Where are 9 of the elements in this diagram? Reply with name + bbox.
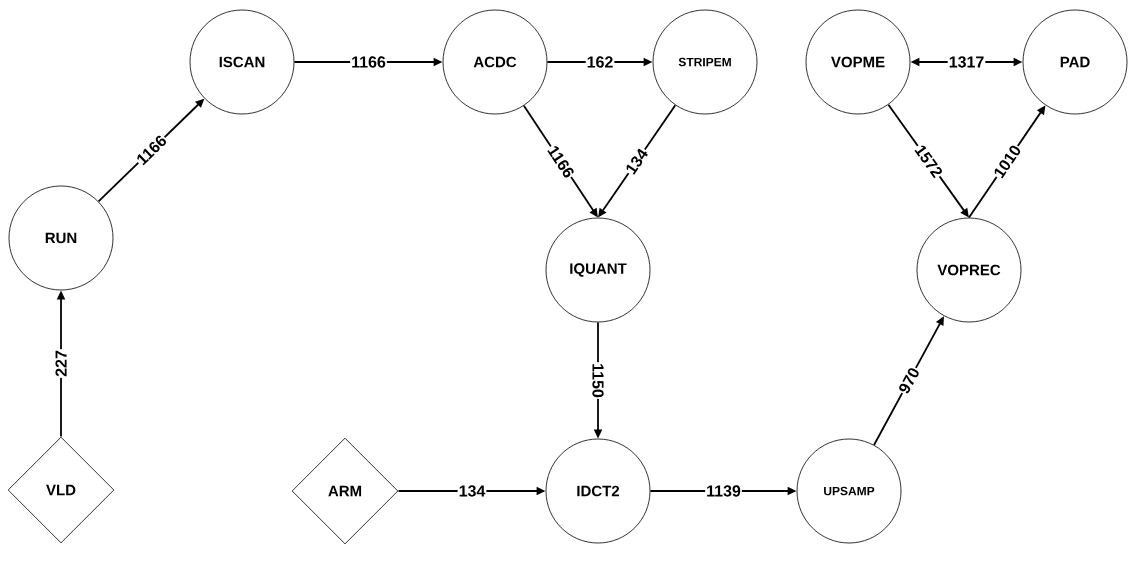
edge-label: 134 <box>457 484 487 498</box>
edge-label: 1150 <box>591 362 605 399</box>
edge-label: 162 <box>585 55 615 69</box>
edge-label: 134 <box>623 145 651 177</box>
edge-label: 970 <box>896 364 922 397</box>
edge-label: 227 <box>54 349 68 378</box>
edge-label: 1166 <box>350 55 387 69</box>
edge-label: 1139 <box>705 484 742 498</box>
edge-label: 1317 <box>947 55 986 69</box>
